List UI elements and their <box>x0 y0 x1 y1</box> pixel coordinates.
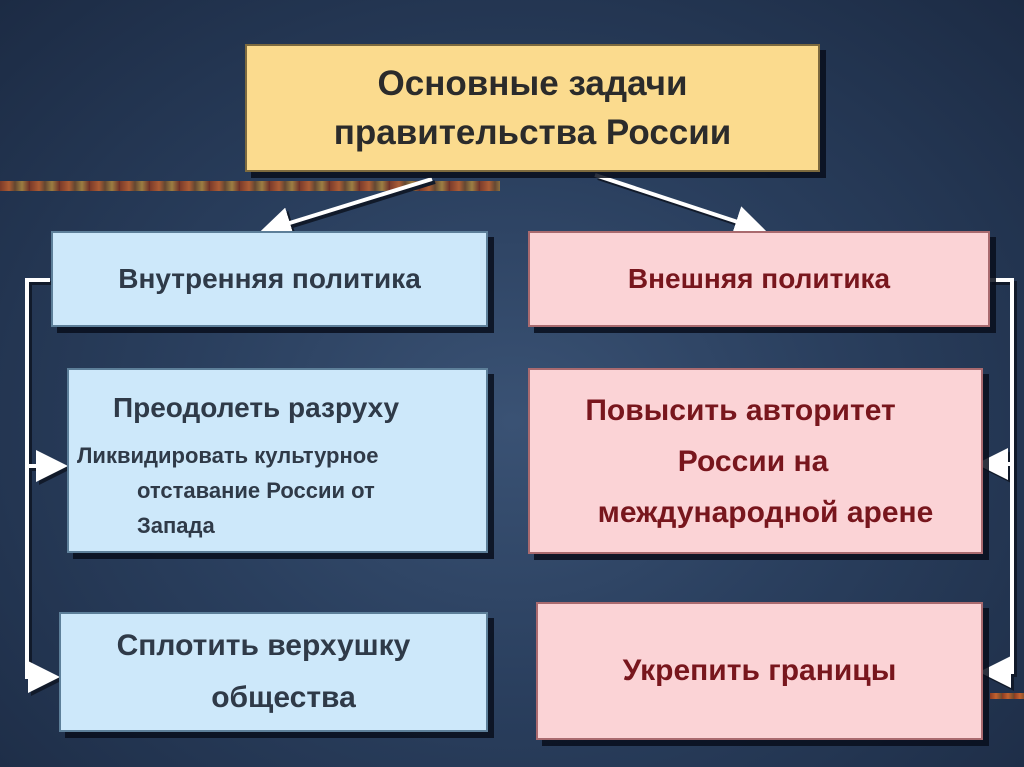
main-title-line1: Основные задачи <box>377 64 688 103</box>
arrow-to-domestic <box>259 177 433 239</box>
task-authority-line1: Повысить авторитет <box>585 393 896 427</box>
task-unite-elite-line1: Сплотить верхушку <box>116 629 411 662</box>
task-authority-line3: международной арене <box>597 495 934 529</box>
domestic-policy-heading: Внутренняя политика <box>118 263 421 294</box>
bracket-right <box>979 278 1014 688</box>
foreign-policy-heading-box: Внешняя политика <box>528 231 990 327</box>
bracket-left <box>25 278 60 693</box>
main-title-line2: правительства России <box>333 113 732 152</box>
task-cultural-lag-line3: Запада <box>137 513 215 538</box>
task-cultural-lag-line2: отставание России от <box>137 478 375 503</box>
task-overcome-devastation: Преодолеть разруху <box>113 392 400 423</box>
foreign-policy-heading: Внешняя политика <box>627 263 891 294</box>
task-strengthen-borders: Укрепить границы <box>622 654 897 687</box>
task-authority-line2: России на <box>677 444 829 478</box>
decorative-stripe <box>0 181 500 191</box>
foreign-authority-box: Повысить авторитет России на международн… <box>528 368 983 554</box>
domestic-policy-heading-box: Внутренняя политика <box>51 231 488 327</box>
main-title-box: Основные задачи правительства России <box>245 44 820 172</box>
domestic-unite-elite-box: Сплотить верхушку общества <box>59 612 488 732</box>
task-cultural-lag-line1: Ликвидировать культурное <box>77 443 379 468</box>
arrow-to-foreign <box>594 173 767 237</box>
decorative-stripe-small <box>990 693 1024 699</box>
task-unite-elite-line2: общества <box>211 681 356 714</box>
domestic-tasks-box: Преодолеть разруху Ликвидировать культур… <box>67 368 488 553</box>
foreign-borders-box: Укрепить границы <box>536 602 983 740</box>
